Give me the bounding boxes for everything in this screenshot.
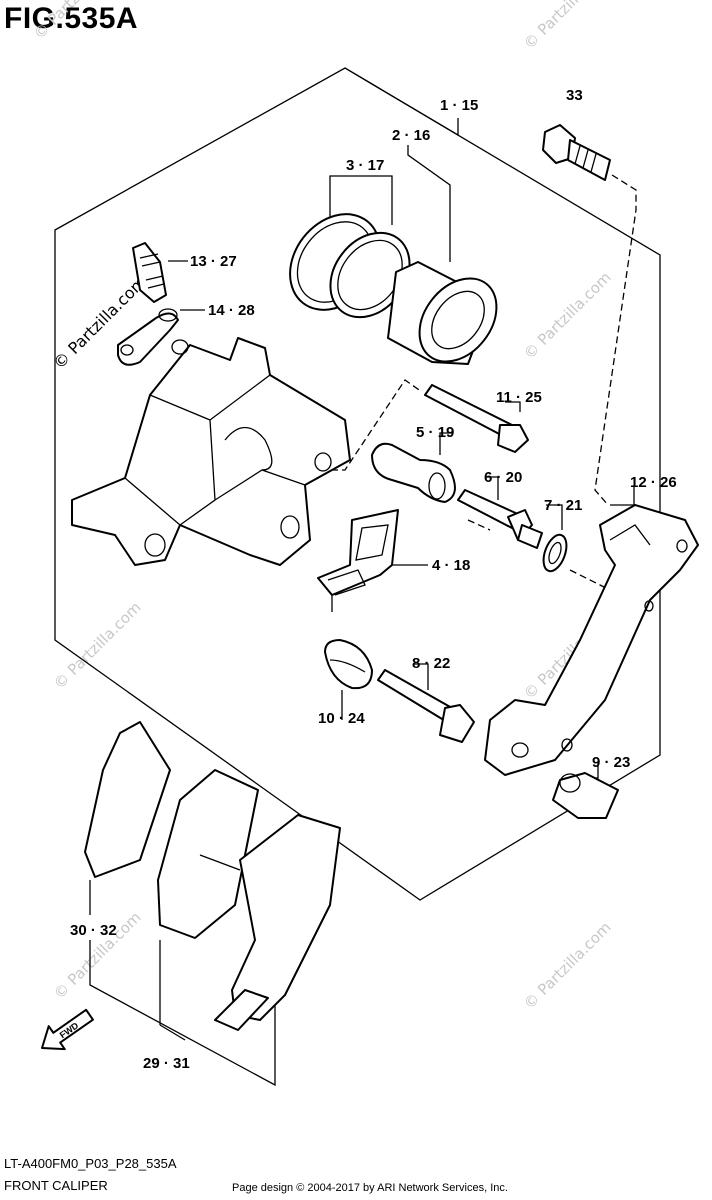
pad-shim — [84, 721, 171, 878]
watermark: © Partzilla.com — [50, 598, 145, 693]
figure-code: LT-A400FM0_P03_P28_535A — [4, 1156, 177, 1171]
washer — [542, 533, 568, 573]
leader-lines — [89, 67, 635, 1087]
callout-9: 9 · 23 — [592, 754, 630, 771]
figure-name: FRONT CALIPER — [4, 1178, 108, 1193]
watermark: © Partzilla.com — [30, 0, 125, 43]
callout-3: 3 · 17 — [346, 157, 384, 174]
mounting-bolt — [542, 124, 611, 181]
brake-pad-rear — [214, 814, 341, 1031]
pin-boot-lower — [324, 639, 373, 690]
pin-boot — [371, 442, 456, 503]
forward-arrow: FWD — [41, 1008, 94, 1051]
watermark: © Partzilla.com — [520, 268, 615, 363]
watermark: © Partzilla.com — [520, 918, 615, 1013]
sleeve — [552, 772, 619, 819]
lower-pin — [377, 669, 475, 743]
callout-8: 8 · 22 — [412, 655, 450, 672]
callout-12: 12 · 26 — [630, 474, 677, 491]
callout-29: 29 · 31 — [143, 1055, 190, 1072]
callout-2: 2 · 16 — [392, 127, 430, 144]
callout-30: 30 · 32 — [70, 922, 117, 939]
pad-spring — [317, 509, 399, 612]
callouts: 1 · 15 2 · 16 3 · 17 33 13 · 27 14 · 28 … — [70, 87, 677, 1072]
figure-title: FIG.535A — [4, 2, 139, 35]
callout-11: 11 · 25 — [496, 389, 542, 406]
slide-pin — [457, 489, 543, 549]
callout-13: 13 · 27 — [190, 253, 237, 270]
callout-33: 33 — [566, 87, 583, 104]
caliper-bracket — [484, 504, 699, 776]
bleeder-valve — [132, 242, 167, 303]
caliper-body — [71, 337, 351, 566]
callout-1: 1 · 15 — [440, 97, 478, 114]
callout-4: 4 · 18 — [432, 557, 470, 574]
callout-6: 6 · 20 — [484, 469, 522, 486]
credit-text: Page design © 2004-2017 by ARI Network S… — [232, 1182, 508, 1194]
callout-14: 14 · 28 — [208, 302, 255, 319]
bleeder-cap — [117, 308, 179, 366]
callout-5: 5 · 19 — [416, 424, 454, 441]
brake-pad — [157, 769, 259, 939]
caliper-pin — [424, 384, 529, 453]
callout-10: 10 · 24 — [318, 710, 365, 727]
watermark: © Partzilla.com — [520, 0, 615, 53]
callout-7: 7 · 21 — [544, 497, 582, 514]
caliper-piston — [387, 261, 498, 365]
